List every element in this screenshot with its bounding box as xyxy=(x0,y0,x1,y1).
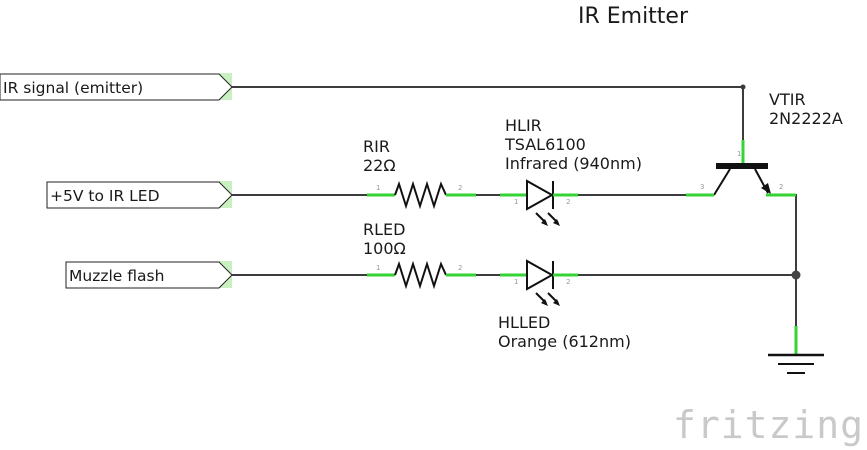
vtir-emitter-arrow-icon xyxy=(761,183,771,194)
pin-number: 2 xyxy=(779,183,783,191)
port-label-5v: +5V to IR LED xyxy=(50,187,160,205)
hlir-part-label: TSAL6100 xyxy=(504,135,586,154)
hlled-diode-triangle xyxy=(526,259,555,291)
junction-dot xyxy=(791,270,801,280)
rled-value-label: 100Ω xyxy=(363,239,406,258)
pin-number: 2 xyxy=(458,264,462,272)
pin-number: 3 xyxy=(700,183,704,191)
transistor-vtir[interactable]: 1 3 2 VTIR 2N2222A xyxy=(686,90,843,197)
port-muzzle-flash[interactable]: Muzzle flash xyxy=(65,261,233,289)
wire-emitter-to-ground xyxy=(766,194,797,330)
pin-number: 2 xyxy=(566,278,570,286)
wire-corner-dot xyxy=(740,84,746,90)
pin-number: 2 xyxy=(458,184,462,192)
pin-number: 1 xyxy=(514,278,518,286)
port-label-ir-signal: IR signal (emitter) xyxy=(3,79,143,97)
pin-number: 1 xyxy=(376,184,380,192)
rir-ref-label: RIR xyxy=(363,137,390,156)
port-5v-led[interactable]: +5V to IR LED xyxy=(46,181,233,209)
rir-zigzag xyxy=(394,180,447,210)
hlir-diode-triangle xyxy=(526,179,555,211)
wire-ir-signal xyxy=(232,86,744,140)
vtir-value-label: 2N2222A xyxy=(769,109,843,128)
ground-symbol-icon xyxy=(768,326,824,374)
pin-number: 1 xyxy=(514,198,518,206)
hlir-desc-label: Infrared (940nm) xyxy=(505,154,642,173)
light-emission-icon xyxy=(535,212,560,226)
vtir-left-lead xyxy=(713,168,731,196)
rled-zigzag xyxy=(394,260,447,290)
port-flag-muzzle xyxy=(65,261,233,289)
pin-number: 1 xyxy=(376,264,380,272)
port-label-muzzle: Muzzle flash xyxy=(69,267,164,285)
port-flag-5v xyxy=(46,181,233,209)
port-flag-ir-signal xyxy=(0,73,233,101)
port-ir-signal[interactable]: IR signal (emitter) xyxy=(0,73,233,101)
light-emission-icon xyxy=(535,292,560,306)
resistor-rled[interactable]: 1 2 RLED 100Ω xyxy=(363,220,476,290)
fritzing-logo: fritzing xyxy=(673,403,864,447)
rir-value-label: 22Ω xyxy=(363,156,396,175)
led-hlir[interactable]: 1 2 HLIR TSAL6100 Infrared (940nm) xyxy=(500,116,642,226)
resistor-rir[interactable]: 1 2 RIR 22Ω xyxy=(363,137,476,210)
vtir-base-bar xyxy=(716,163,768,169)
rled-ref-label: RLED xyxy=(363,220,405,239)
hlled-ref-label: HLLED xyxy=(498,313,550,332)
hlir-ref-label: HLIR xyxy=(505,116,542,135)
pin-number: 2 xyxy=(566,198,570,206)
led-hlled[interactable]: 1 2 HLLED Orange (612nm) xyxy=(498,259,631,351)
diagram-title: IR Emitter xyxy=(578,4,689,29)
hlled-value-label: Orange (612nm) xyxy=(498,332,631,351)
vtir-ref-label: VTIR xyxy=(769,90,806,109)
pin-number: 1 xyxy=(737,150,741,158)
